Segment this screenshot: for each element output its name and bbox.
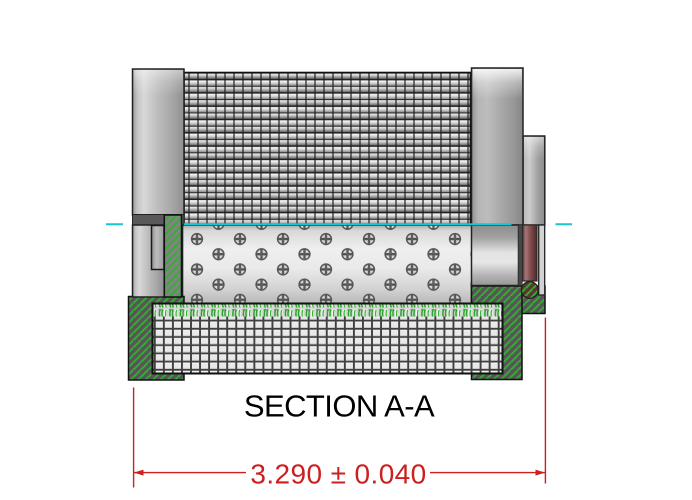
svg-text:3.290 ± 0.040: 3.290 ± 0.040 bbox=[250, 459, 426, 490]
svg-text:SECTION A-A: SECTION A-A bbox=[244, 389, 435, 424]
